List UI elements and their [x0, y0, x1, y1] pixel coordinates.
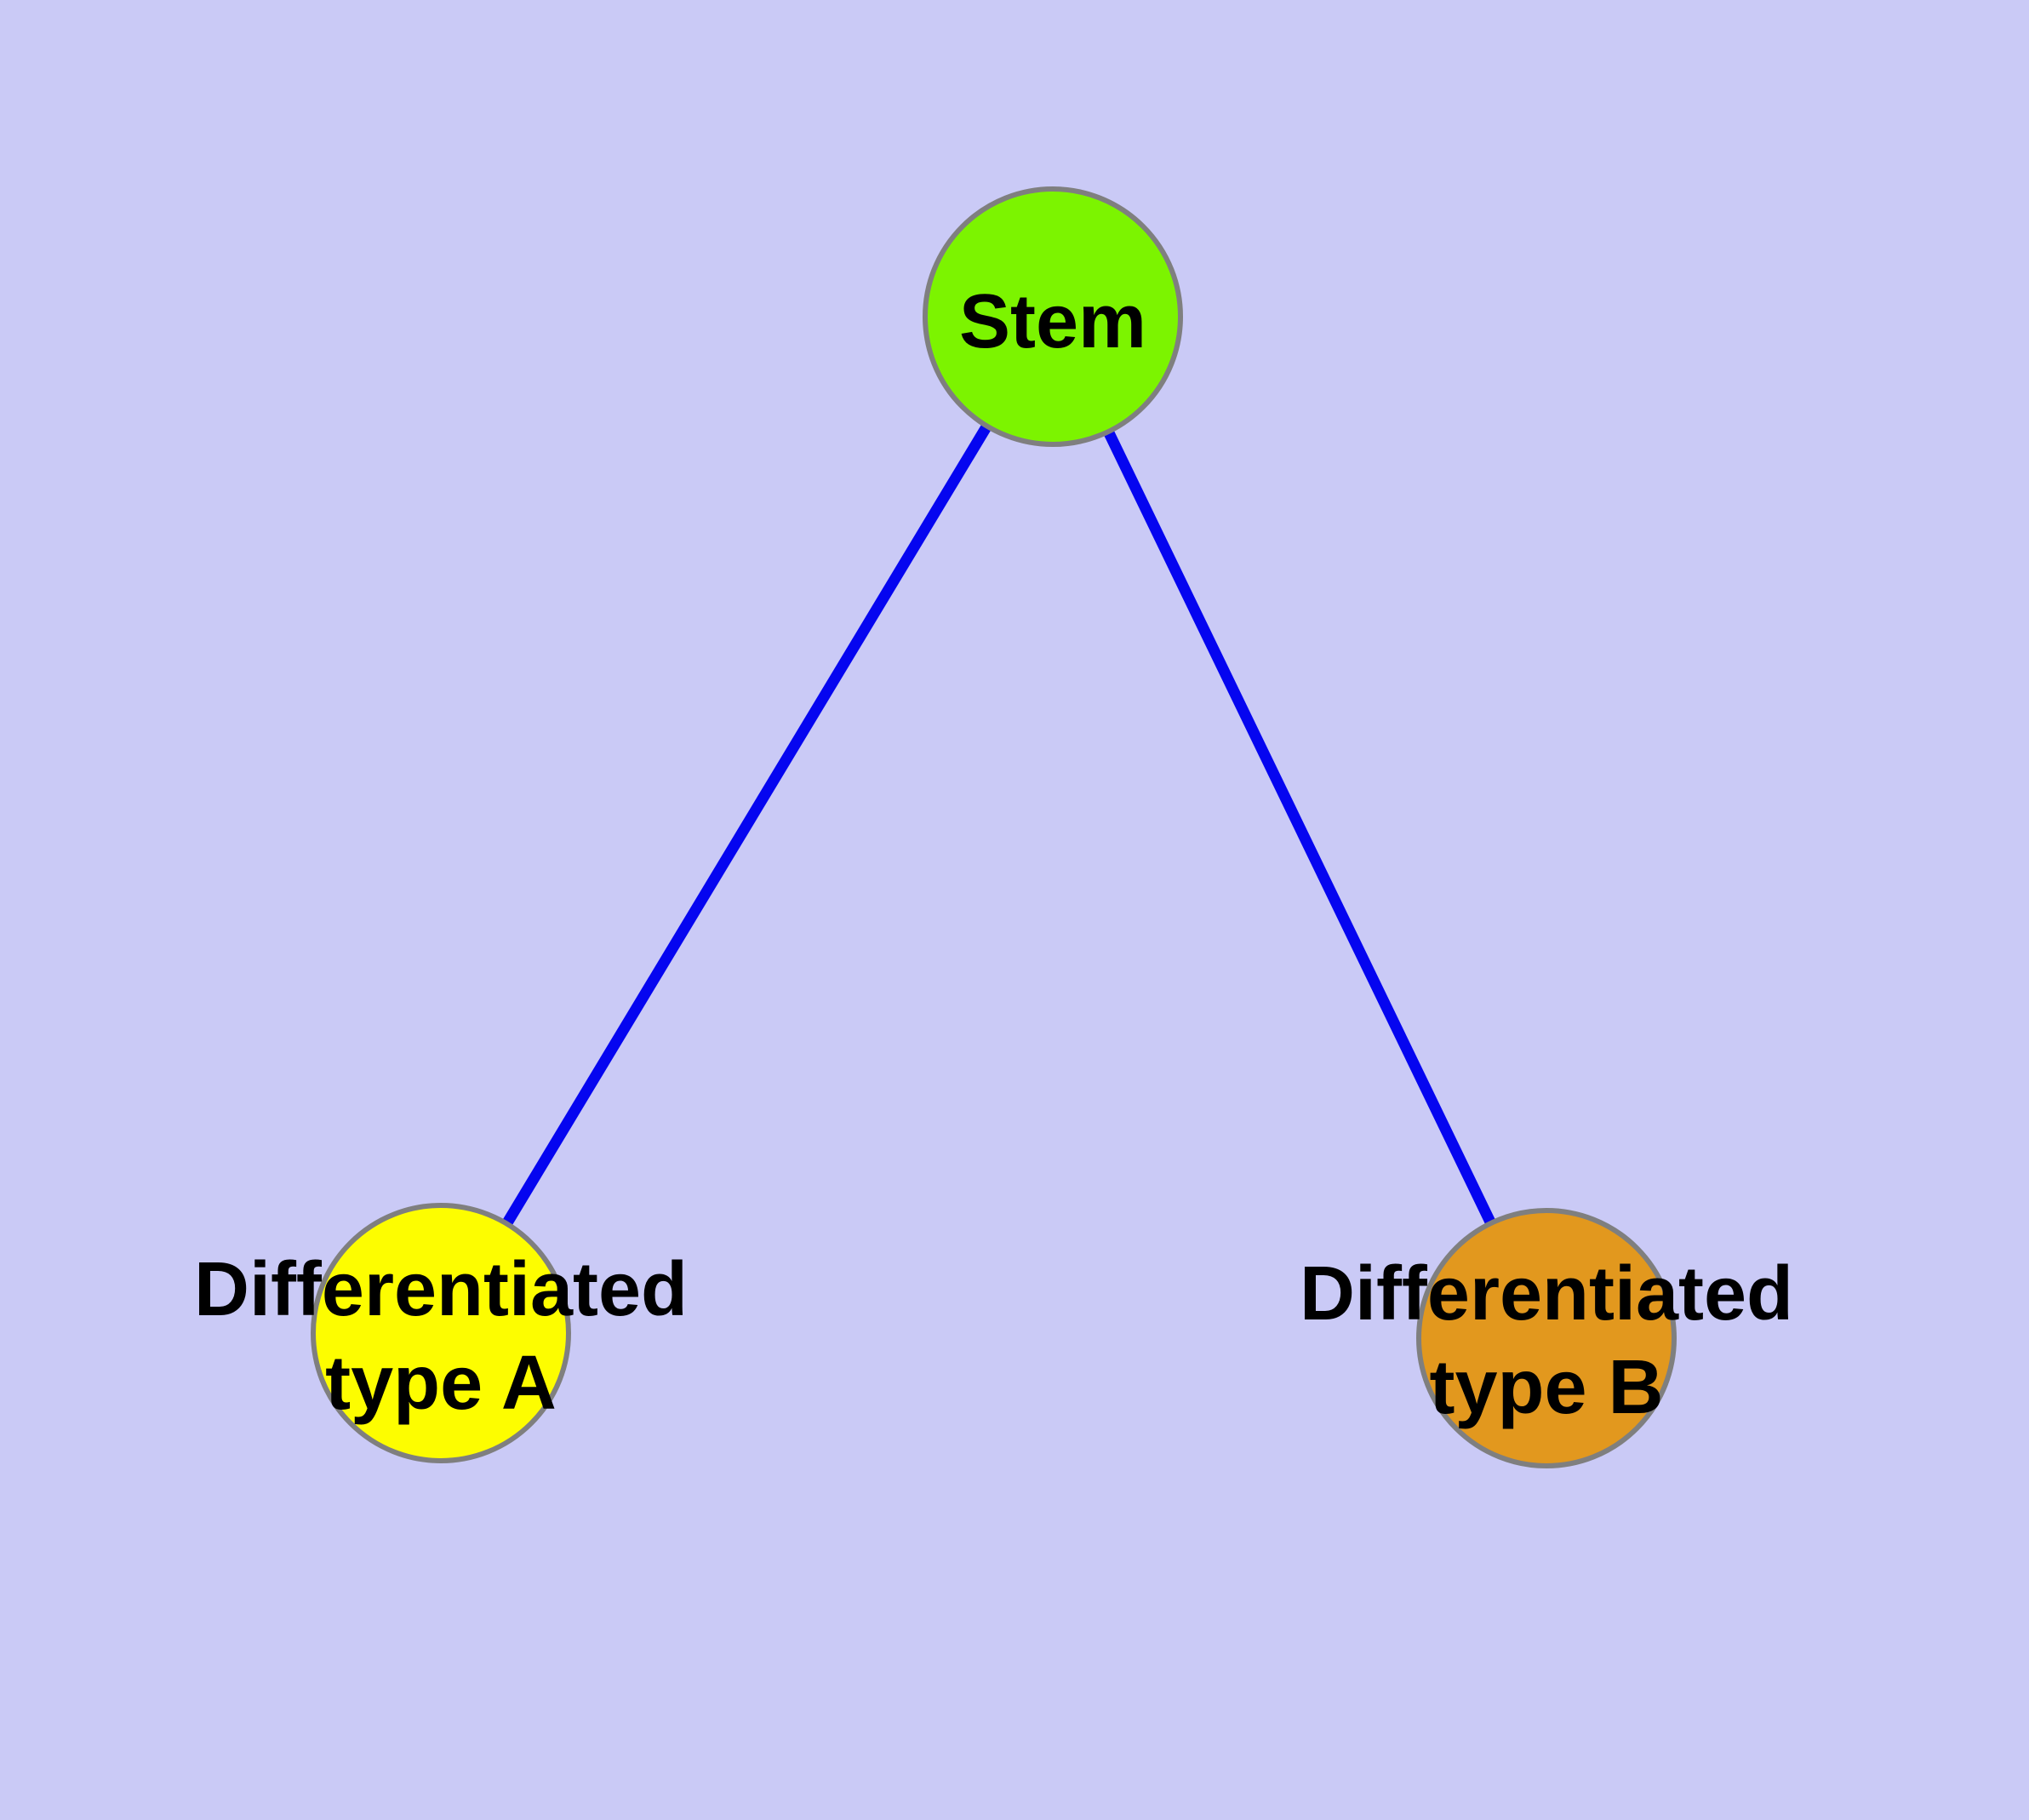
edge-stem-to-type-b [1048, 314, 1552, 1341]
node-type-a-label-line2: type A [325, 1341, 557, 1426]
node-differentiated-type-a: Differentiated type A [194, 1203, 688, 1463]
node-stem-label: Stem [959, 279, 1146, 364]
edge-stem-to-type-a [436, 313, 1058, 1336]
node-type-a-circle [311, 1203, 571, 1463]
node-type-b-circle [1416, 1208, 1677, 1468]
node-stem-circle [923, 186, 1183, 447]
node-type-b-label-line1: Differentiated [1300, 1251, 1793, 1336]
node-stem: Stem [923, 186, 1183, 447]
node-type-a-label-line1: Differentiated [194, 1247, 688, 1332]
node-differentiated-type-b: Differentiated type B [1300, 1208, 1793, 1468]
node-type-b-label-line2: type B [1429, 1345, 1663, 1430]
